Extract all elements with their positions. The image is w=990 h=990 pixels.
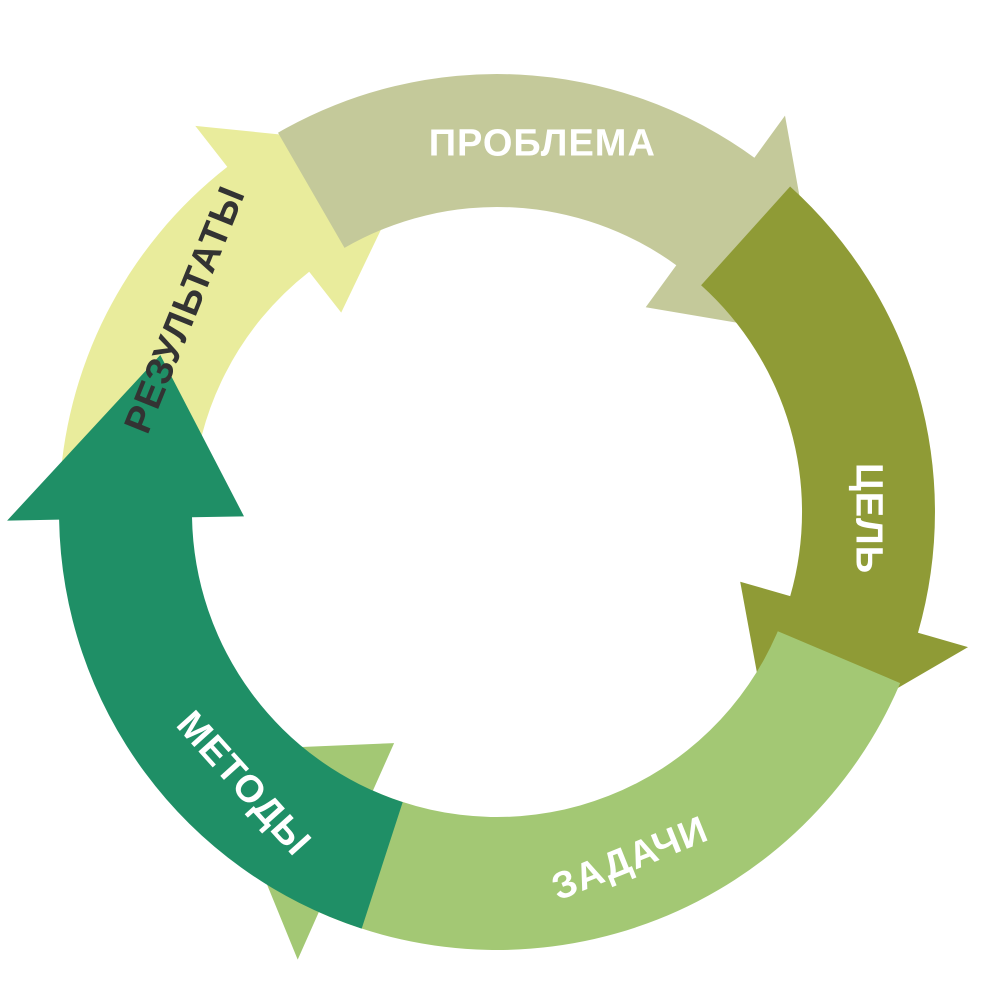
- problem-arrow: [278, 74, 825, 338]
- goal-label: ЦЕЛЬ: [847, 463, 889, 574]
- tasks-arrow: [212, 631, 901, 960]
- arrows-layer: [7, 74, 968, 960]
- methods-arrow: [7, 355, 403, 929]
- problem-label: ПРОБЛЕМА: [429, 122, 656, 164]
- goal-arrow: [701, 186, 968, 761]
